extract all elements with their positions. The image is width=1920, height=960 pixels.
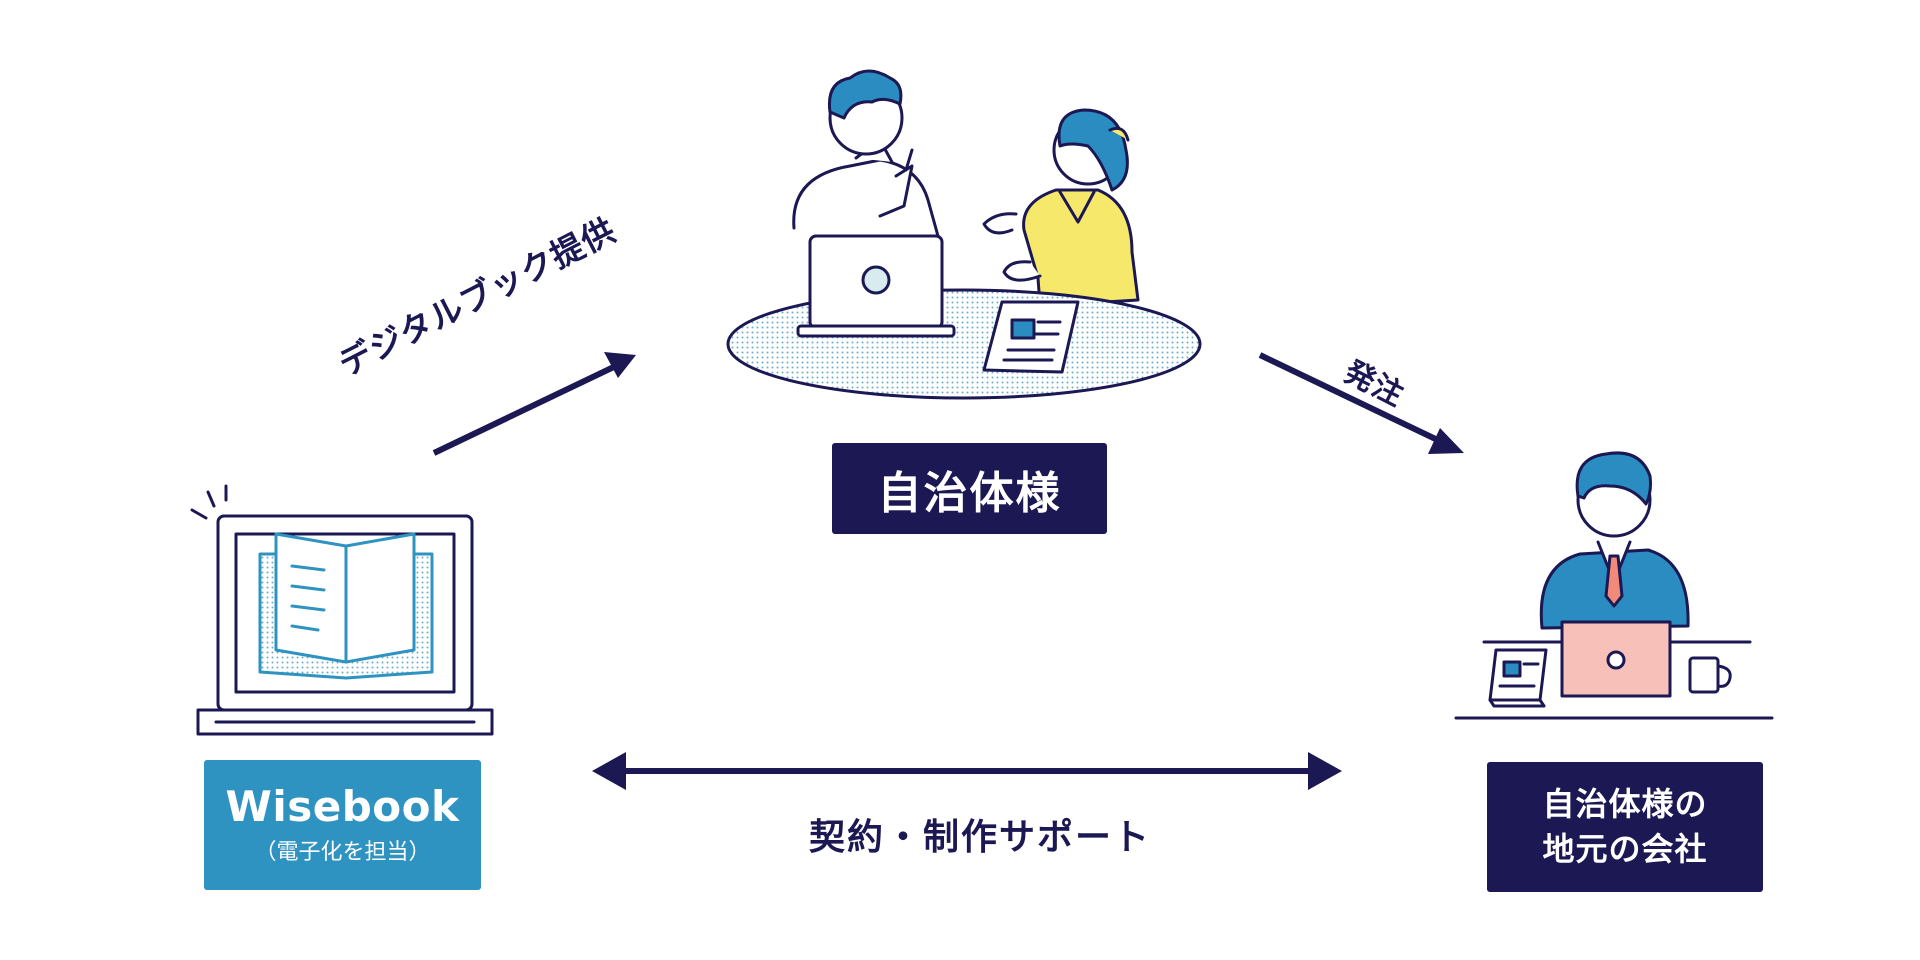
arrow-order: [1258, 352, 1464, 454]
laptop-book-icon: [190, 484, 494, 736]
municipality-label: 自治体様: [877, 467, 1062, 519]
wisebook-title: Wisebook: [225, 781, 460, 831]
local-company-line1: 自治体様の: [1542, 785, 1708, 824]
wisebook-subtitle: （電子化を担当）: [254, 840, 431, 866]
municipality-node: 自治体様: [832, 443, 1107, 534]
wisebook-node: Wisebook （電子化を担当）: [204, 760, 481, 890]
arrow-digital-book: [432, 352, 636, 456]
meeting-people-icon: [726, 69, 1202, 400]
office-worker-icon: [1454, 451, 1774, 720]
support-label: 契約・制作サポート: [808, 817, 1151, 858]
local-company-node: 自治体様の 地元の会社: [1487, 762, 1763, 892]
local-company-line2: 地元の会社: [1542, 830, 1708, 868]
double-arrow-icon: [592, 752, 1342, 790]
